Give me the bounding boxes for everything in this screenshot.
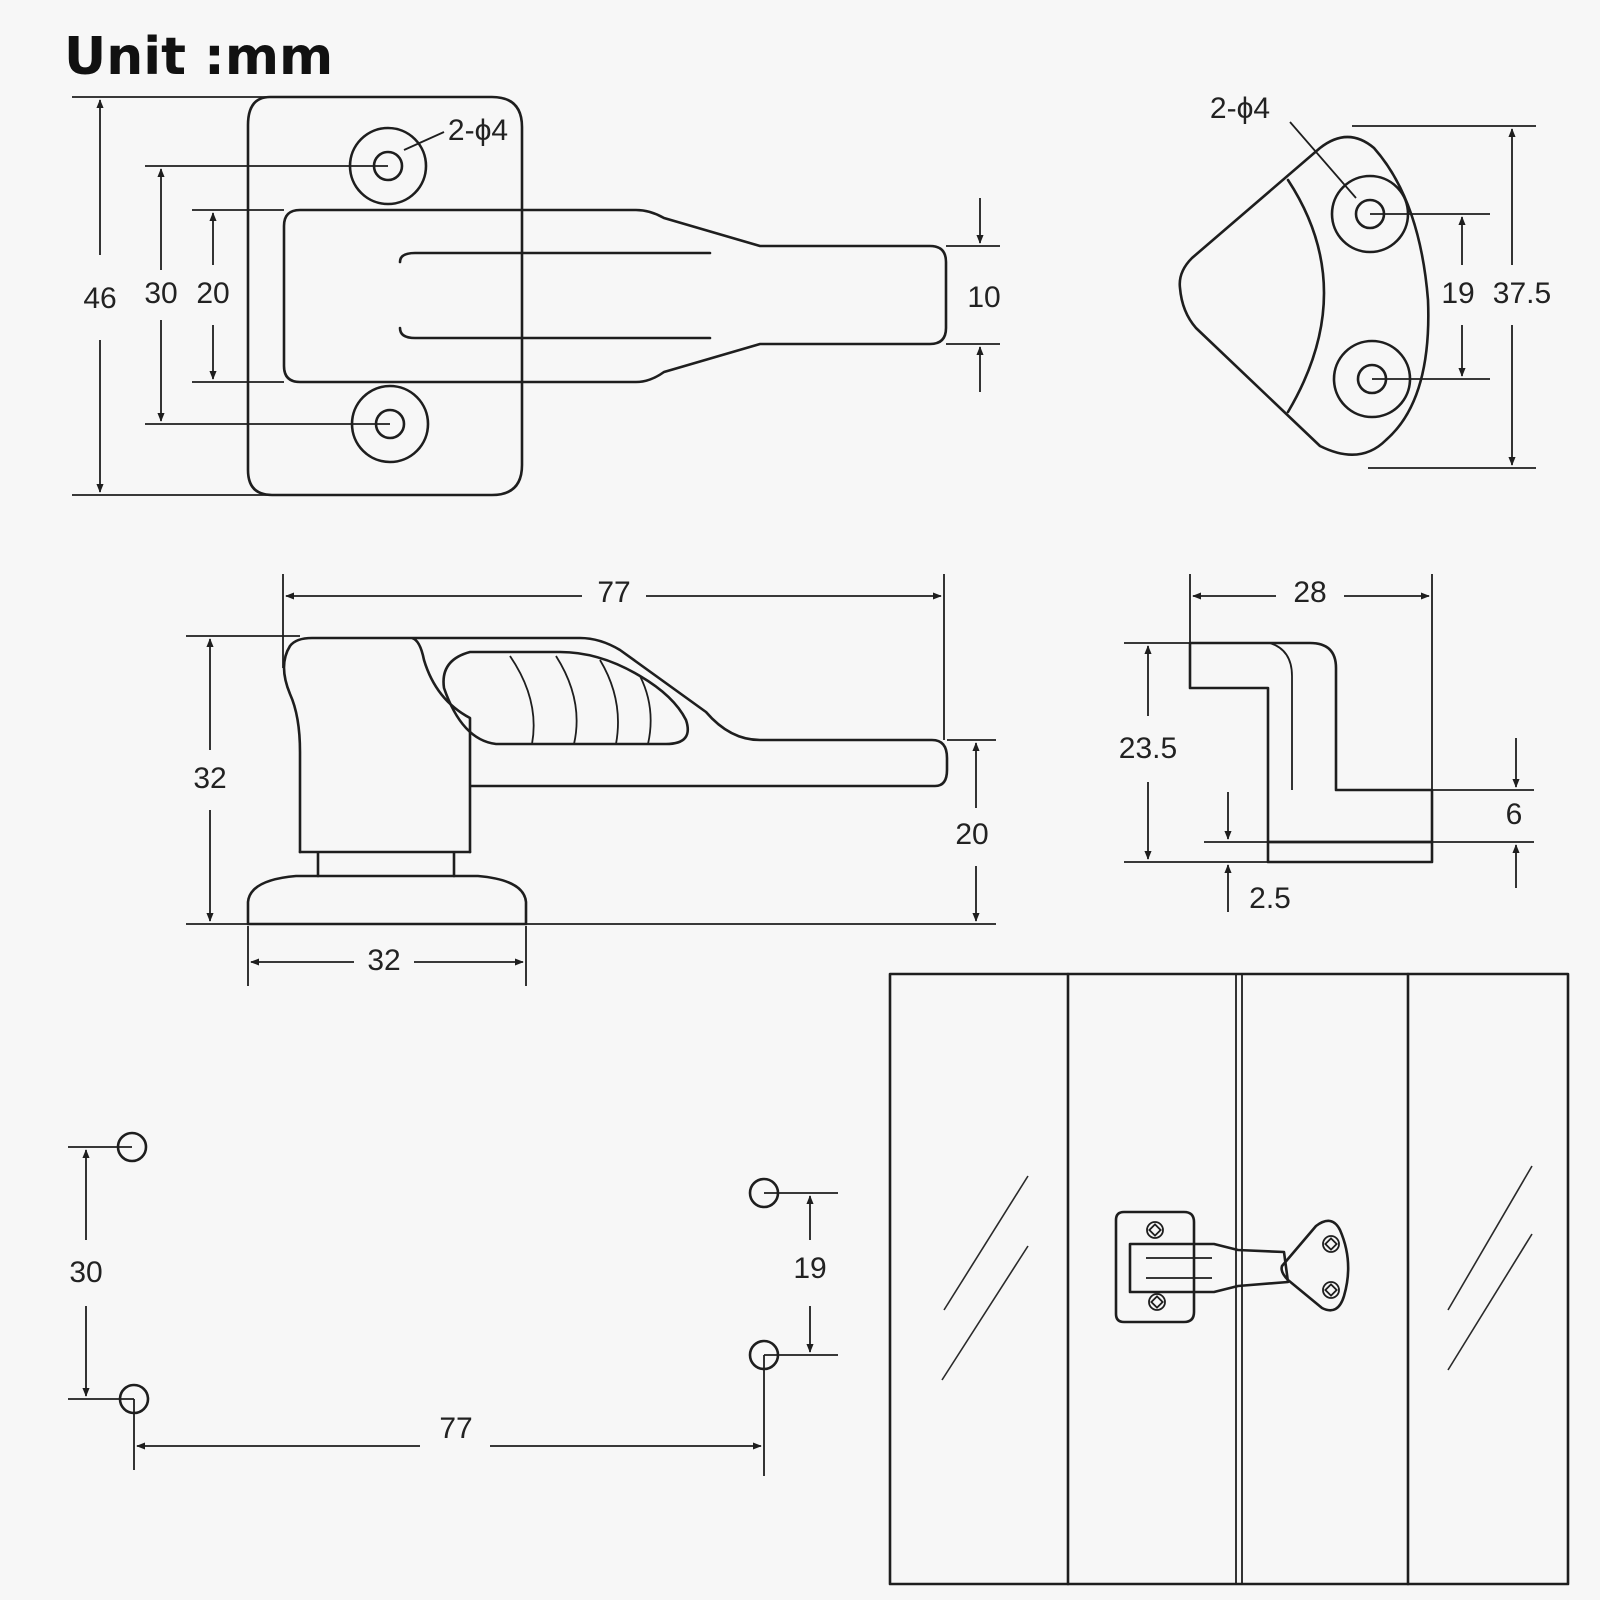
latch-side-grip-slot: [442, 650, 690, 746]
glass-reflection-2: [941, 1245, 1029, 1381]
latch-top-hole-note: 2-ϕ4: [448, 114, 508, 147]
keeper-top-outline: [1178, 135, 1430, 456]
dim-latch-arm-width: 20: [196, 277, 229, 310]
latch-side-body: [282, 636, 949, 854]
dim-layout-left-spacing: 30: [69, 1256, 102, 1289]
hole-layout: 30 19 77: [68, 1131, 838, 1476]
dim-keeper-step: 6: [1506, 798, 1523, 831]
cabinet-frame: [888, 972, 1570, 1586]
keeper-side-inner-line: [1269, 642, 1293, 790]
dim-layout-right-spacing: 19: [793, 1252, 826, 1285]
installation-illustration: [888, 972, 1570, 1586]
keeper-top-hole-note: 2-ϕ4: [1210, 92, 1270, 125]
keeper-side-base-plate: [1266, 840, 1434, 864]
latch-top-plate: [246, 95, 524, 497]
glass-reflection-3: [1447, 1165, 1533, 1311]
latch-side-base: [246, 874, 528, 926]
installed-latch: [1114, 1210, 1290, 1324]
latch-side-neck: [298, 850, 472, 878]
dim-keeper-height-side: 23.5: [1119, 732, 1177, 765]
dim-latch-height-side: 32: [193, 762, 226, 795]
dim-latch-height: 46: [83, 282, 116, 315]
dim-latch-base-width: 32: [367, 944, 400, 977]
dim-layout-span: 77: [439, 1412, 472, 1445]
installed-keeper: [1280, 1219, 1350, 1312]
unit-label: Unit :mm: [64, 27, 333, 87]
latch-top-arm: [282, 208, 948, 384]
keeper-side-view: 28 23.5 6 2.5: [1119, 574, 1534, 915]
latch-top-groove: [398, 251, 712, 340]
keeper-top-view: 2-ϕ4 19 37.5: [1178, 92, 1551, 469]
dim-latch-tip-height: 20: [955, 818, 988, 851]
glass-reflection-4: [1447, 1233, 1533, 1371]
dim-latch-length: 77: [597, 576, 630, 609]
glass-reflection-1: [943, 1175, 1029, 1311]
latch-side-view: 77 32 20 32: [186, 574, 996, 986]
dim-latch-tip-width: 10: [967, 281, 1000, 314]
dim-keeper-height: 37.5: [1493, 277, 1551, 310]
keeper-top-inner-arc: [1286, 178, 1326, 414]
dim-keeper-hole-spacing: 19: [1441, 277, 1474, 310]
latch-side-grip-ribs: [509, 655, 652, 745]
dim-keeper-thickness: 2.5: [1249, 882, 1291, 915]
latch-top-view: 2-ϕ4 46 30 20 10: [72, 95, 1001, 497]
dim-keeper-width: 28: [1293, 576, 1326, 609]
dim-latch-hole-spacing: 30: [144, 277, 177, 310]
keeper-side-profile: [1188, 641, 1434, 844]
